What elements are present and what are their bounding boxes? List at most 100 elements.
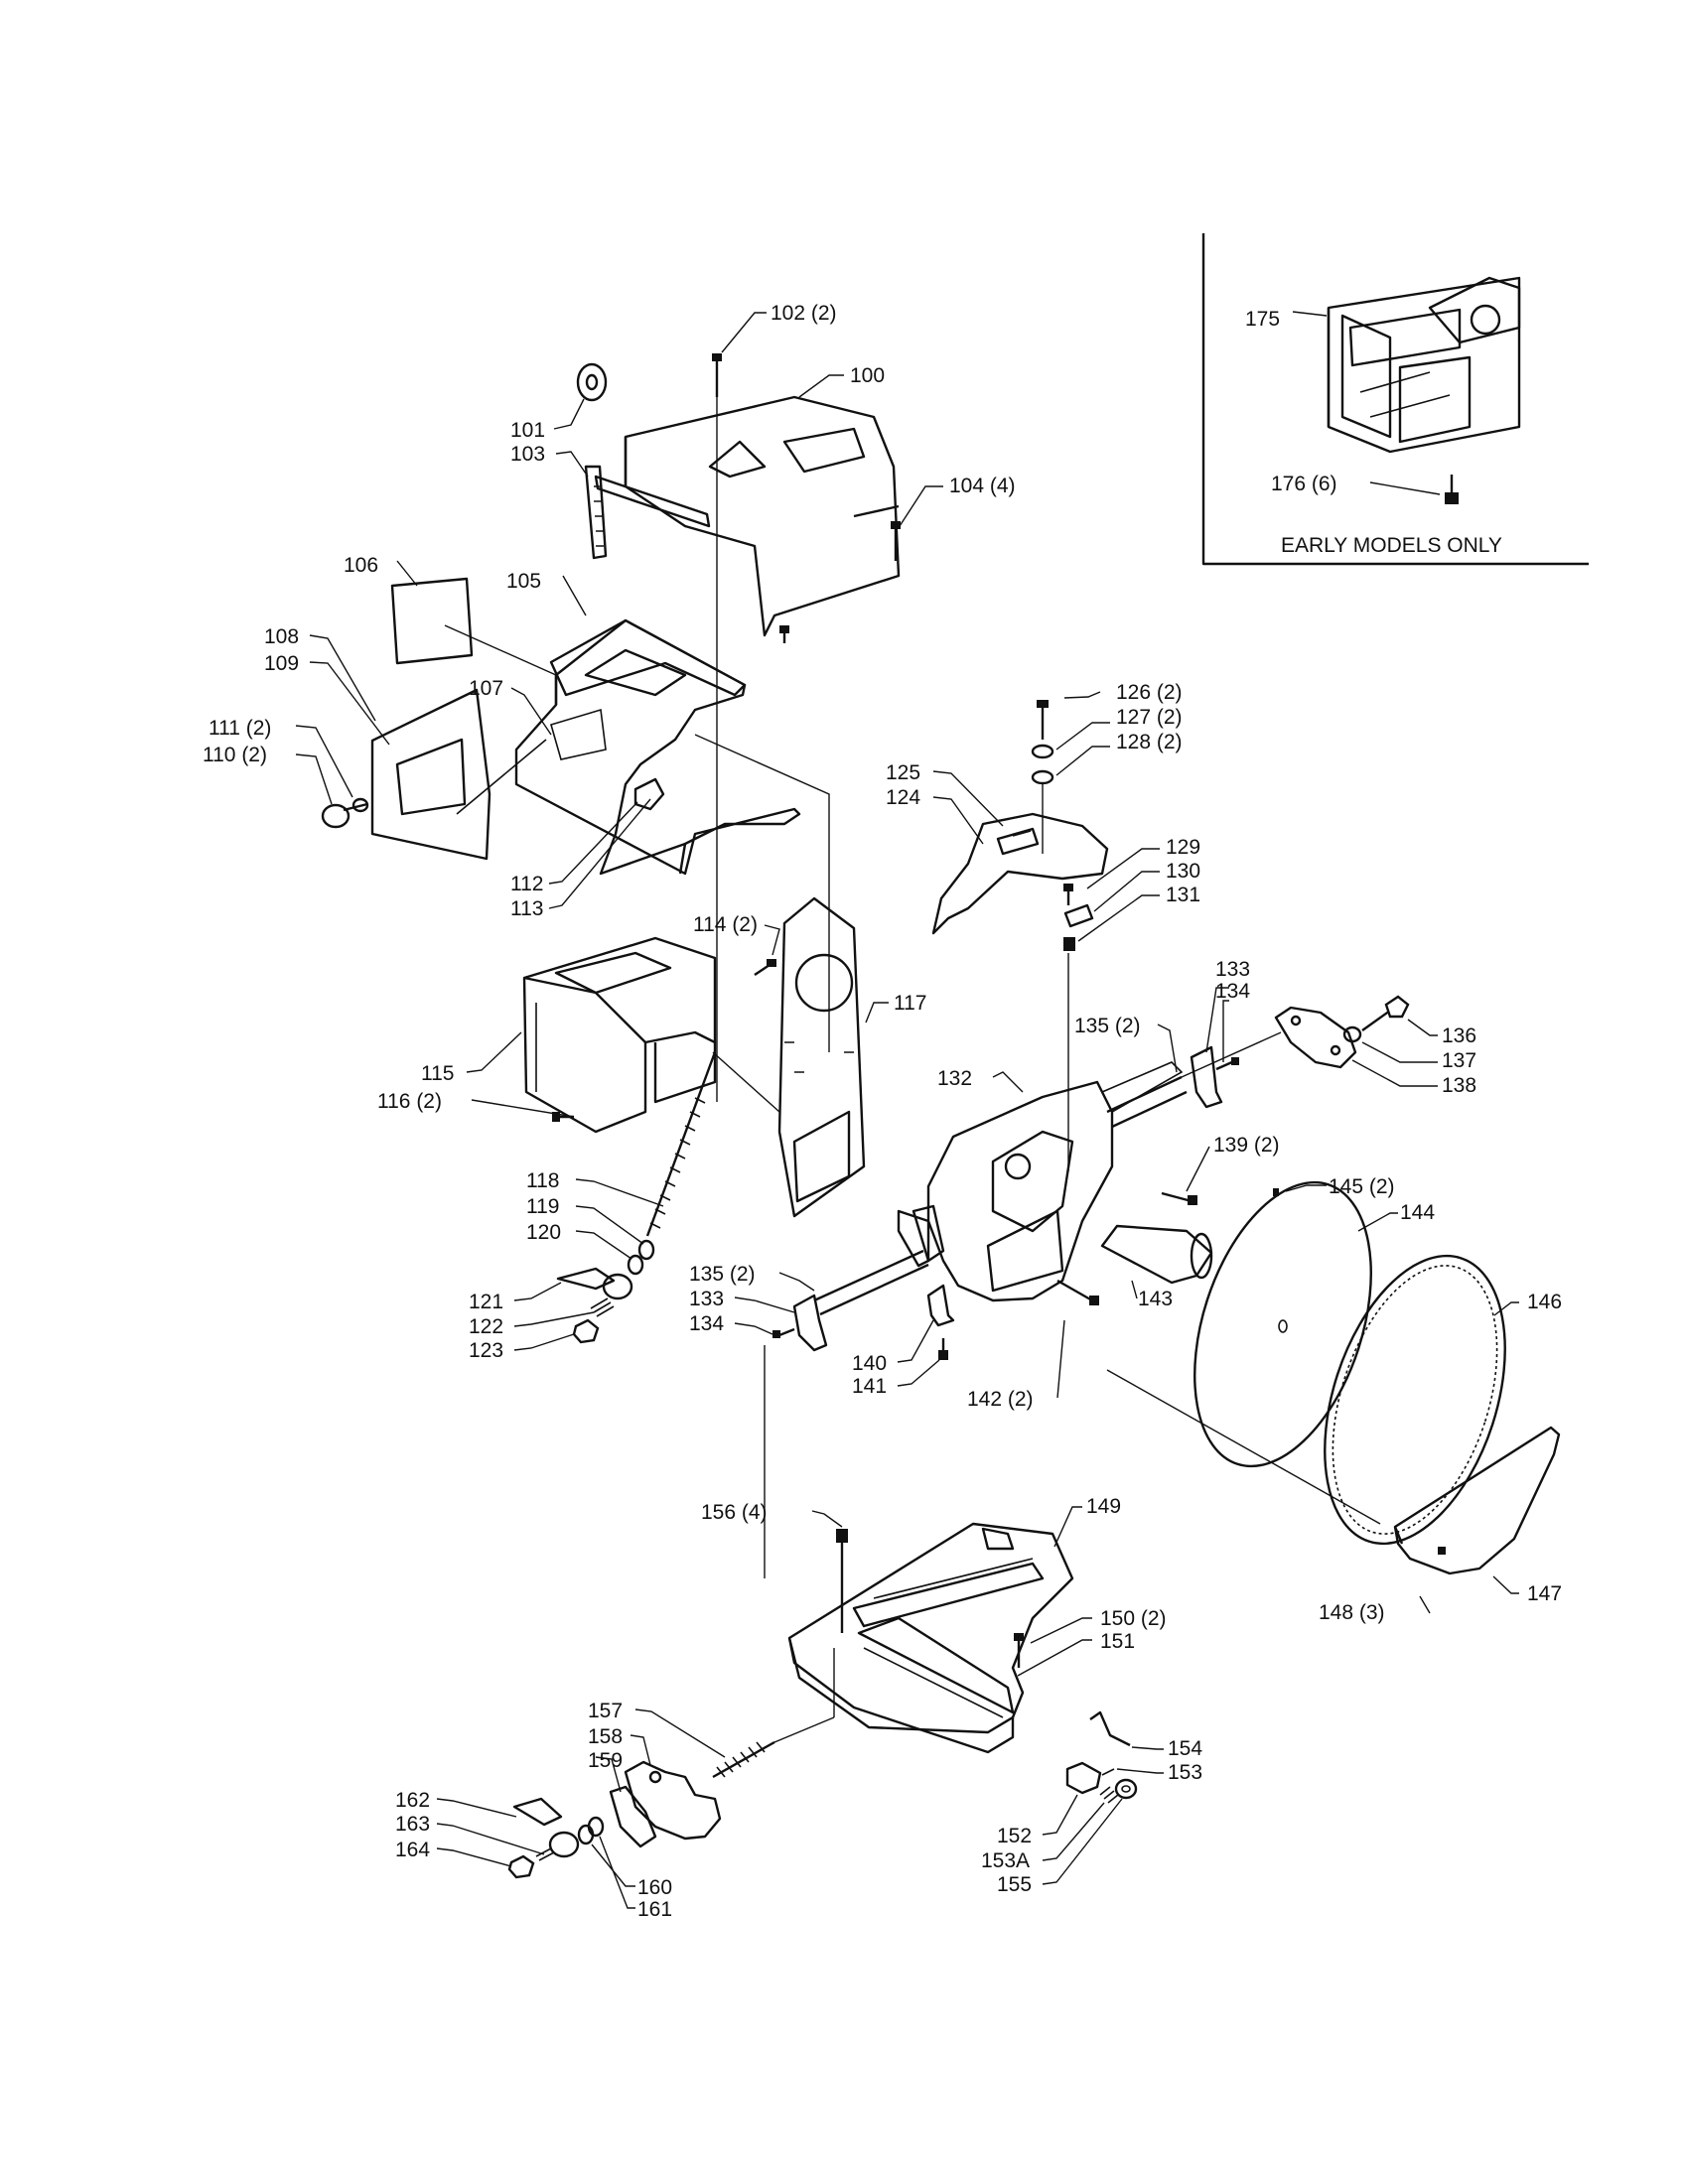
- washer-137: [1342, 1025, 1362, 1043]
- label-101: 101: [510, 419, 545, 442]
- label-103: 103: [510, 443, 545, 466]
- screw-134-lower: [772, 1327, 795, 1338]
- scale-103: [584, 465, 711, 560]
- disc-guard-147: [1393, 1426, 1561, 1575]
- washer-127: [1031, 744, 1054, 759]
- label-151: 151: [1100, 1630, 1135, 1653]
- inset-frame: [1201, 233, 1589, 566]
- label-119: 119: [526, 1195, 559, 1218]
- screws-104: [779, 521, 901, 643]
- label-138: 138: [1442, 1074, 1476, 1097]
- label-104: 104 (4): [949, 475, 1016, 497]
- label-100: 100: [850, 364, 885, 387]
- rod-118: [645, 1051, 717, 1237]
- screw-148: [1438, 1547, 1446, 1555]
- label-134-lower: 134: [689, 1312, 724, 1335]
- label-149: 149: [1086, 1495, 1121, 1518]
- screw-150: [1014, 1633, 1024, 1668]
- bolt-136: [1361, 995, 1410, 1031]
- label-129: 129: [1166, 836, 1200, 859]
- housing-115: [522, 936, 717, 1134]
- label-113: 113: [510, 897, 543, 920]
- nut-131: [1063, 937, 1075, 951]
- casing-105: [514, 618, 801, 876]
- screw-141: [938, 1338, 948, 1360]
- label-128: 128 (2): [1116, 731, 1183, 753]
- screw-153: [1101, 1768, 1115, 1776]
- knob-155: [1114, 1778, 1138, 1800]
- label-153A: 153A: [981, 1849, 1030, 1872]
- label-115: 115: [421, 1062, 454, 1085]
- label-105: 105: [506, 570, 541, 593]
- label-120: 120: [526, 1221, 561, 1244]
- bracket-133-upper: [1190, 1045, 1223, 1109]
- clamp-158: [609, 1760, 722, 1848]
- label-122: 122: [469, 1315, 503, 1338]
- guard-124: [931, 812, 1109, 935]
- inset-early-models: 175 176 (6) EARLY MODELS ONLY: [1201, 233, 1589, 566]
- label-136: 136: [1442, 1024, 1476, 1047]
- label-145: 145 (2): [1329, 1175, 1395, 1198]
- screw-126: [1037, 700, 1049, 740]
- disc-144: [1193, 1180, 1372, 1468]
- rod-157: [712, 1740, 775, 1779]
- label-141: 141: [852, 1375, 887, 1398]
- label-123: 123: [469, 1339, 503, 1362]
- inset-caption: EARLY MODELS ONLY: [1281, 534, 1502, 557]
- label-153: 153: [1168, 1761, 1202, 1784]
- screw-129: [1063, 884, 1073, 905]
- label-147: 147: [1527, 1582, 1562, 1605]
- nut-123: [572, 1318, 600, 1344]
- label-144: 144: [1400, 1201, 1435, 1224]
- label-142: 142 (2): [967, 1388, 1034, 1411]
- label-150: 150 (2): [1100, 1607, 1167, 1630]
- label-154: 154: [1168, 1737, 1202, 1760]
- washer-111: [351, 797, 369, 813]
- label-117: 117: [894, 992, 926, 1015]
- abrasive-disc-146: [1324, 1254, 1506, 1546]
- shaft-135-upper: [1106, 1075, 1188, 1129]
- screw-156: [836, 1529, 848, 1633]
- label-114: 114 (2): [693, 913, 758, 936]
- label-162: 162: [395, 1789, 430, 1812]
- label-133-upper: 133: [1215, 958, 1250, 981]
- label-126: 126 (2): [1116, 681, 1183, 704]
- label-152: 152: [997, 1825, 1032, 1847]
- label-175: 175: [1245, 308, 1280, 331]
- label-127: 127 (2): [1116, 706, 1183, 729]
- label-111: 111 (2): [209, 717, 271, 740]
- top-cover-100: [624, 395, 901, 637]
- label-140: 140: [852, 1352, 887, 1375]
- adapter-143: [1100, 1224, 1213, 1285]
- label-135-upper: 135 (2): [1074, 1015, 1141, 1037]
- label-148: 148 (3): [1319, 1601, 1385, 1624]
- label-106: 106: [344, 554, 378, 577]
- label-131: 131: [1166, 884, 1200, 906]
- label-125: 125: [886, 761, 920, 784]
- screw-176: [1445, 475, 1459, 504]
- label-121: 121: [469, 1291, 503, 1313]
- label-134-upper: 134: [1215, 980, 1250, 1003]
- label-108: 108: [264, 625, 299, 648]
- bracket-133-lower: [792, 1294, 828, 1352]
- spring-153A: [1099, 1786, 1119, 1804]
- label-139: 139 (2): [1213, 1134, 1280, 1157]
- label-124: 124: [886, 786, 920, 809]
- washer-128: [1031, 769, 1054, 785]
- label-155: 155: [997, 1873, 1032, 1896]
- door-108: [370, 688, 547, 861]
- inset-cabinet-175: [1327, 276, 1521, 454]
- label-137: 137: [1442, 1049, 1476, 1072]
- label-163: 163: [395, 1813, 430, 1836]
- washer-101: [576, 362, 608, 402]
- label-132: 132: [937, 1067, 972, 1090]
- screw-102: [712, 353, 722, 397]
- spring-122: [590, 1297, 615, 1317]
- screw-139: [1161, 1191, 1197, 1205]
- knob-110: [321, 802, 368, 829]
- label-109: 109: [264, 652, 299, 675]
- label-116: 116 (2): [377, 1090, 442, 1113]
- label-158: 158: [588, 1725, 623, 1748]
